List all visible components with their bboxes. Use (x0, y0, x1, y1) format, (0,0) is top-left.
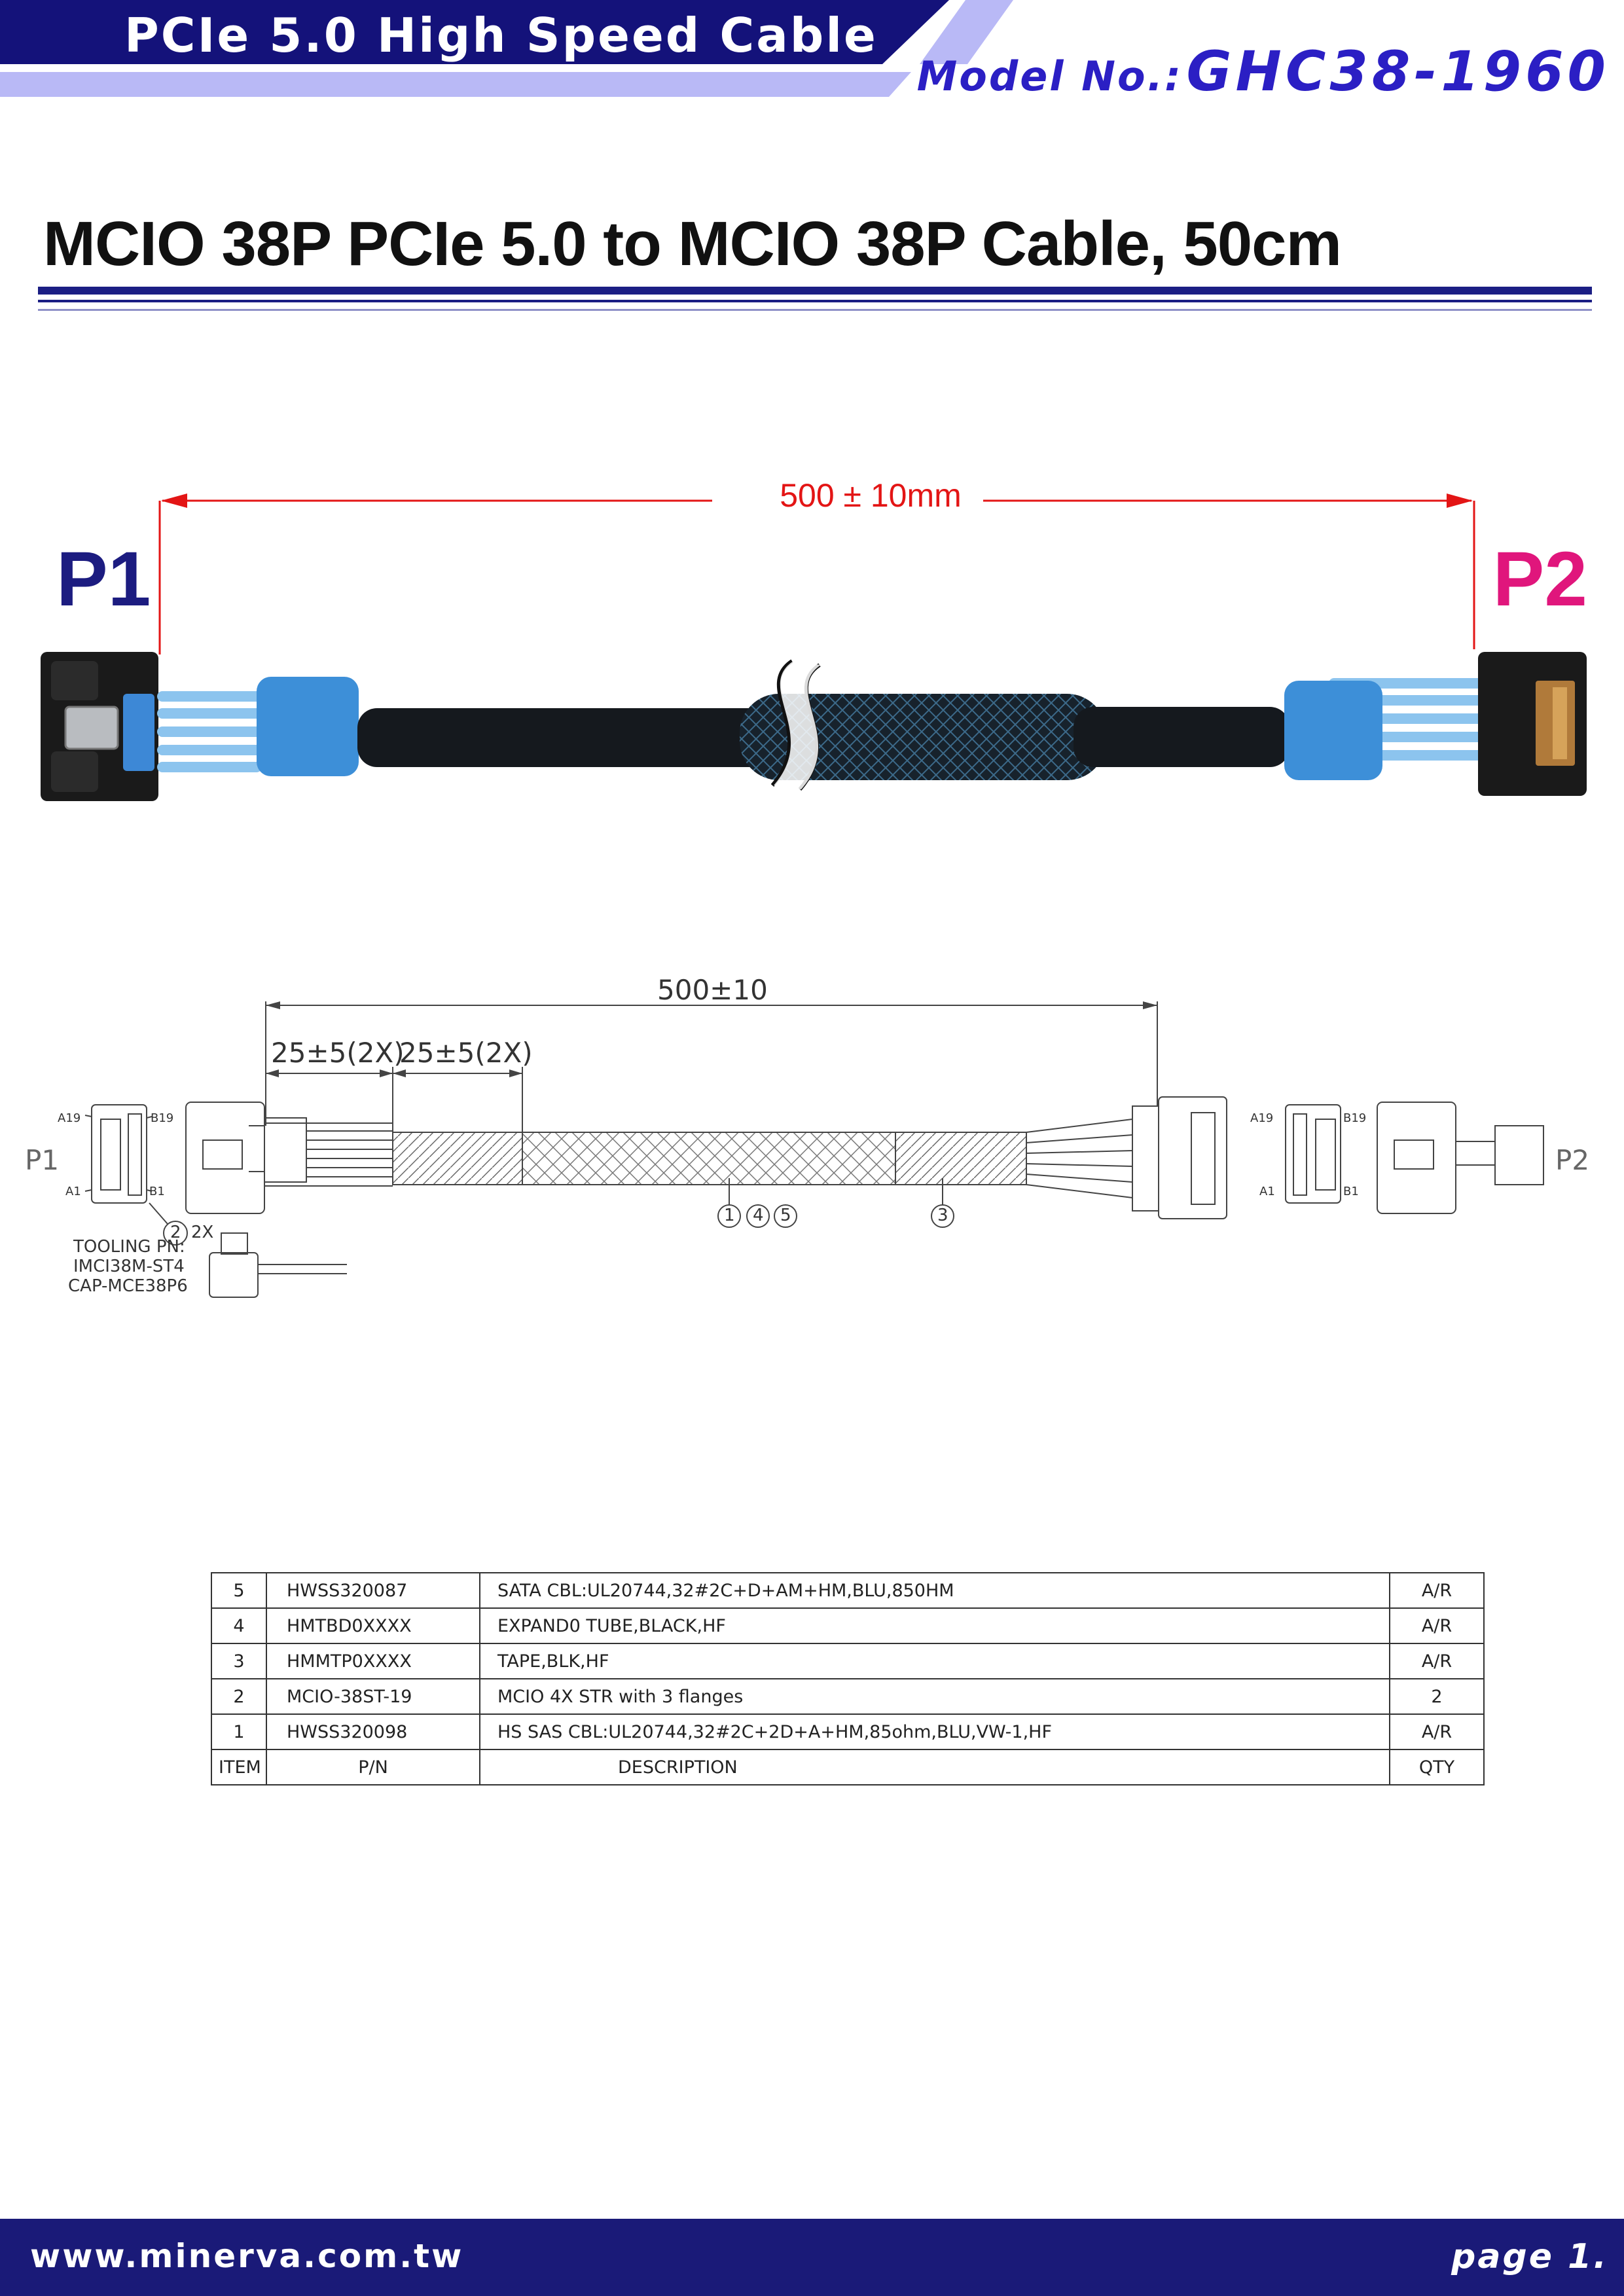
tooling-note-line-1: TOOLING PN: (73, 1237, 185, 1257)
velcro-tie-right (1284, 681, 1382, 780)
model-number: Model No.: GHC38-1960 (917, 39, 1610, 103)
pin-b19-right: B19 (1343, 1111, 1367, 1125)
p2-label: P2 (1492, 536, 1587, 622)
bom-table: 5 HWSS320087 SATA CBL:UL20744,32#2C+D+AM… (211, 1572, 1485, 1785)
table-row: 4 HMTBD0XXXX EXPAND0 TUBE,BLACK,HF A/R (211, 1607, 1485, 1644)
title-rule (38, 287, 1592, 295)
pin-b19-left: B19 (151, 1111, 174, 1125)
overall-dimension-label: 500±10 (657, 974, 768, 1006)
model-label: Model No.: (916, 52, 1183, 100)
table-row: 1 HWSS320098 HS SAS CBL:UL20744,32#2C+2D… (211, 1713, 1485, 1750)
qty-cell: 2 (1389, 1678, 1485, 1715)
pn-cell: HMMTP0XXXX (266, 1643, 480, 1679)
p2-connector-photo (1478, 652, 1587, 796)
breakout-dimension-2: 25±5(2X) (399, 1037, 533, 1069)
pin-a1-right: A1 (1259, 1185, 1275, 1198)
qty-header: QTY (1389, 1749, 1485, 1785)
table-row: 3 HMMTP0XXXX TAPE,BLK,HF A/R (211, 1643, 1485, 1679)
callout-wire-4: 4 (753, 1206, 764, 1225)
sleeve-right (1074, 707, 1290, 767)
item-cell: 5 (211, 1572, 267, 1609)
pin-b1-right: B1 (1343, 1185, 1359, 1198)
title-rule (38, 309, 1592, 311)
sleeve-left (357, 708, 770, 767)
pin-a19-left: A19 (58, 1111, 81, 1125)
cable-drawing (84, 1001, 1544, 1298)
footer-bar: www.minerva.com.tw page 1. (0, 2219, 1624, 2296)
pn-cell: HMTBD0XXXX (266, 1607, 480, 1644)
item-cell: 4 (211, 1607, 267, 1644)
table-row: 2 MCIO-38ST-19 MCIO 4X STR with 3 flange… (211, 1678, 1485, 1715)
pin-b1-left: B1 (149, 1185, 165, 1198)
banner-title: PCIe 5.0 High Speed Cable (124, 8, 878, 63)
pn-cell: MCIO-38ST-19 (266, 1678, 480, 1715)
cable-photo (41, 493, 1587, 801)
description-header: DESCRIPTION (479, 1749, 1390, 1785)
item-cell: 3 (211, 1643, 267, 1679)
callout-connector-qty: 2X (191, 1223, 214, 1242)
footer-url[interactable]: www.minerva.com.tw (30, 2237, 464, 2275)
pin-a1-left: A1 (65, 1185, 81, 1198)
description-cell: TAPE,BLK,HF (479, 1643, 1390, 1679)
pn-cell: HWSS320098 (266, 1713, 480, 1750)
item-cell: 1 (211, 1713, 267, 1750)
tooling-note-line-3: CAP-MCE38P6 (68, 1276, 188, 1296)
description-cell: SATA CBL:UL20744,32#2C+D+AM+HM,BLU,850HM (479, 1572, 1390, 1609)
velcro-tie-left (257, 677, 359, 776)
header-banner (0, 0, 1013, 97)
callout-connector: 2 (170, 1223, 181, 1242)
pin-a19-right: A19 (1250, 1111, 1274, 1125)
item-cell: 2 (211, 1678, 267, 1715)
item-header: ITEM (211, 1749, 267, 1785)
title-rule (38, 300, 1592, 302)
qty-cell: A/R (1389, 1607, 1485, 1644)
tooling-note-line-2: IMCI38M-ST4 (73, 1257, 185, 1276)
callout-wire-1: 1 (724, 1206, 735, 1225)
breakout-dimension-1: 25±5(2X) (271, 1037, 405, 1069)
p1-connector-photo (41, 652, 158, 801)
red-dimension-line (158, 499, 1475, 655)
description-cell: HS SAS CBL:UL20744,32#2C+2D+A+HM,85ohm,B… (479, 1713, 1390, 1750)
qty-cell: A/R (1389, 1713, 1485, 1750)
model-value: GHC38-1960 (1186, 39, 1610, 103)
table-row: 5 HWSS320087 SATA CBL:UL20744,32#2C+D+AM… (211, 1572, 1485, 1609)
p1-wires-photo (157, 691, 262, 772)
p1-label: P1 (56, 536, 151, 622)
pn-header: P/N (266, 1749, 480, 1785)
table-header-row: ITEM P/N DESCRIPTION QTY (211, 1749, 1485, 1785)
drawing-p1-label: P1 (25, 1144, 60, 1176)
page-title: MCIO 38P PCIe 5.0 to MCIO 38P Cable, 50c… (43, 209, 1342, 279)
qty-cell: A/R (1389, 1643, 1485, 1679)
description-cell: MCIO 4X STR with 3 flanges (479, 1678, 1390, 1715)
braided-sleeve (740, 694, 1106, 780)
qty-cell: A/R (1389, 1572, 1485, 1609)
callout-wire-5: 5 (780, 1206, 791, 1225)
pn-cell: HWSS320087 (266, 1572, 480, 1609)
callout-tape: 3 (937, 1206, 948, 1225)
drawing-p2-label: P2 (1555, 1144, 1590, 1176)
length-dimension-text: 500 ± 10mm (780, 477, 962, 514)
description-cell: EXPAND0 TUBE,BLACK,HF (479, 1607, 1390, 1644)
page-number: page 1. (1451, 2237, 1608, 2276)
